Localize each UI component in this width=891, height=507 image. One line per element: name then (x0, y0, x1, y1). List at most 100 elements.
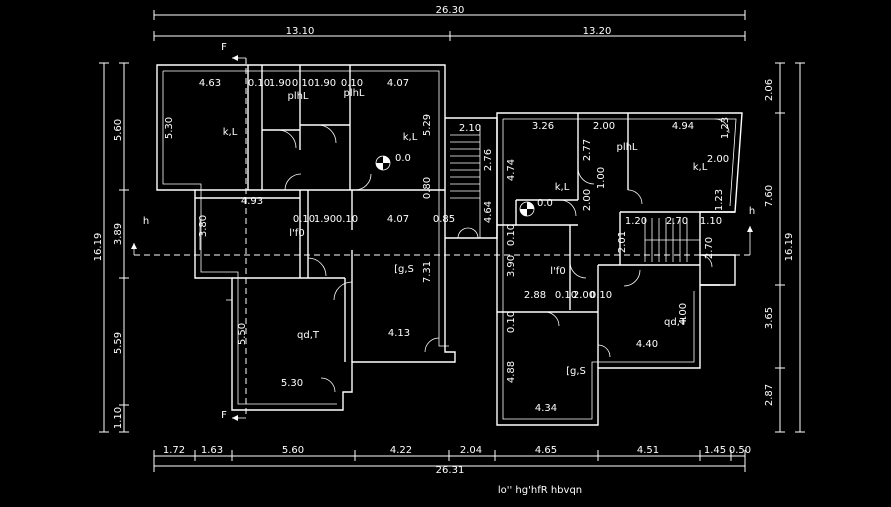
label-0-10a: 0.10 (248, 78, 270, 89)
dim-right-1: 2.06 (764, 79, 775, 101)
label-4-40: 4.40 (636, 339, 658, 350)
dim-left-1: 5.60 (113, 119, 124, 141)
label-plhl-b: plhL (343, 88, 364, 99)
dim-left-outer: 16.19 (93, 233, 104, 262)
section-line-f (232, 55, 247, 421)
dim-right-4: 2.87 (764, 384, 775, 406)
label-plhl-a: plhL (287, 91, 308, 102)
drawing-caption: lo'' hg'hfR hbvqn (498, 485, 582, 496)
label-5-30b: 5.30 (281, 378, 303, 389)
section-f-top: F (221, 42, 227, 53)
label-0-10e: 0.10 (336, 214, 358, 225)
label-1-90a: 1.90 (269, 78, 291, 89)
label-4-94: 4.94 (672, 121, 694, 132)
dim-right-outer: 16.19 (784, 233, 795, 262)
label-0-0-a: 0.0 (395, 153, 411, 164)
label-0-10f: 0.10 (506, 224, 517, 246)
dim-bottom-2: 1.63 (201, 445, 223, 456)
label-lf0-b: l'f0 (550, 266, 565, 277)
label-2-00a: 2.00 (593, 121, 615, 132)
label-0-10g: 0.10 (555, 290, 577, 301)
label-0-10h: 0.10 (590, 290, 612, 301)
label-1-90c: 1.90 (314, 214, 336, 225)
top-dimension-lines (153, 10, 746, 41)
label-qdt-b: qd,T (664, 317, 687, 328)
label-4-93: 4.93 (241, 196, 263, 207)
label-2-88: 2.88 (524, 290, 546, 301)
dim-left-4: 1.10 (113, 407, 124, 429)
left-dimension-lines (99, 62, 129, 433)
dim-bottom-3: 5.60 (282, 445, 304, 456)
label-1-00: 1.00 (596, 167, 607, 189)
label-1-10: 1.10 (700, 216, 722, 227)
label-4-07a: 4.07 (387, 78, 409, 89)
label-1-23b: 1.23 (714, 189, 725, 211)
label-4-63: 4.63 (199, 78, 221, 89)
dim-bottom-8: 1.45 (704, 445, 726, 456)
label-2-00d: 2.00 (573, 290, 595, 301)
label-2-00c: 2.00 (707, 154, 729, 165)
dim-overall-bottom: 26.31 (436, 465, 465, 476)
label-qdt-a: qd,T (297, 330, 320, 341)
label-1-20: 1.20 (625, 216, 647, 227)
label-0-10b: 0.10 (292, 78, 314, 89)
dim-left-2: 3.89 (113, 223, 124, 245)
section-h-right: h (749, 206, 755, 217)
level-marker-right (519, 201, 535, 217)
label-kl-d: k,L (693, 162, 708, 173)
dim-bottom-5: 2.04 (460, 445, 482, 456)
right-dimension-lines (775, 62, 805, 433)
label-2-00b: 2.00 (582, 189, 593, 211)
label-0-80: 0.80 (422, 177, 433, 199)
building-right (496, 112, 743, 426)
label-gs-a: [g,S (394, 264, 414, 275)
label-2-01: 2.01 (617, 231, 628, 253)
label-kl-a: k,L (223, 127, 238, 138)
label-4-13: 4.13 (388, 328, 410, 339)
label-2-70b: 2.70 (704, 237, 715, 259)
label-5-29: 5.29 (422, 114, 433, 136)
dim-bottom-4: 4.22 (390, 445, 412, 456)
label-kl-c: k,L (555, 182, 570, 193)
label-5-30: 5.30 (164, 117, 175, 139)
level-marker-left (375, 155, 391, 171)
label-4-34: 4.34 (535, 403, 557, 414)
label-2-70a: 2.70 (666, 216, 688, 227)
label-1-23a: 1.23 (720, 117, 731, 139)
stair-connector (445, 117, 498, 239)
label-lf0-a: l'f0 (289, 228, 304, 239)
label-4-74: 4.74 (506, 159, 517, 181)
label-4-64: 4.64 (483, 201, 494, 223)
label-4-88: 4.88 (506, 361, 517, 383)
label-7-31: 7.31 (422, 261, 433, 283)
label-0-10c: 0.10 (341, 78, 363, 89)
label-gs-b: [g,S (566, 366, 586, 377)
label-0-85: 0.85 (433, 214, 455, 225)
building-left (156, 64, 456, 411)
room-labels: 4.63 0.10 1.90 0.10 1.90 0.10 4.07 plhL … (164, 78, 731, 414)
label-3-90: 3.90 (506, 255, 517, 277)
dim-left-3: 5.59 (113, 332, 124, 354)
dim-bottom-9: 0.50 (729, 445, 751, 456)
section-f-bottom: F (221, 410, 227, 421)
bottom-dimension-lines (153, 450, 746, 472)
section-h-left: h (143, 216, 149, 227)
label-kl-b: k,L (403, 132, 418, 143)
label-2-76: 2.76 (483, 149, 494, 171)
label-3-80: 3.80 (198, 215, 209, 237)
label-5-50: 5.50 (237, 323, 248, 345)
dim-top-left: 13.10 (286, 26, 315, 37)
label-4-07b: 4.07 (387, 214, 409, 225)
dim-overall-top: 26.30 (436, 5, 465, 16)
dim-right-2: 7.60 (764, 185, 775, 207)
label-1-90b: 1.90 (314, 78, 336, 89)
label-4-00: 4.00 (678, 303, 689, 325)
dim-right-3: 3.65 (764, 307, 775, 329)
dim-bottom-7: 4.51 (637, 445, 659, 456)
dim-bottom-1: 1.72 (163, 445, 185, 456)
dim-top-right: 13.20 (583, 26, 612, 37)
label-plhl-c: plhL (616, 142, 637, 153)
dim-bottom-6: 4.65 (535, 445, 557, 456)
label-2-10: 2.10 (459, 123, 481, 134)
